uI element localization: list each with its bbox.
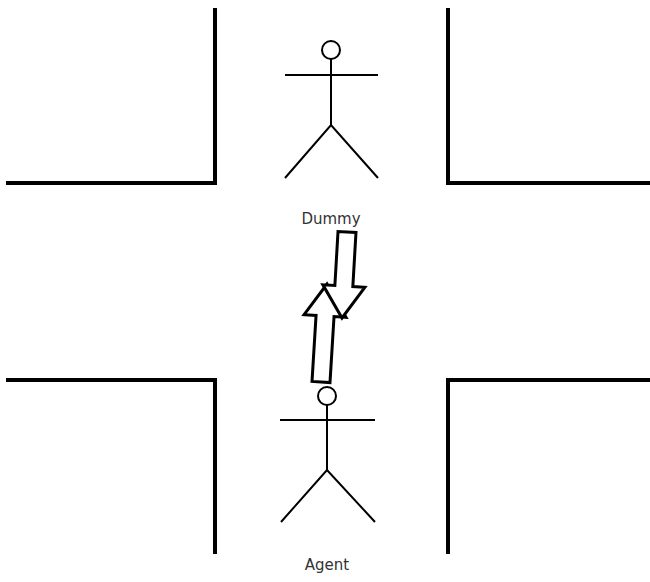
figure-head: [322, 41, 340, 59]
figure-label: Agent: [302, 556, 352, 576]
stick-figure: [280, 387, 375, 522]
figure-node: Dummy: [278, 38, 384, 230]
figure-node: Agent: [274, 384, 380, 576]
figure-label: Dummy: [298, 210, 363, 230]
block-arrow: [323, 231, 365, 318]
wall-corner: [8, 10, 215, 183]
stick-figure: [285, 41, 378, 178]
figure-body: [326, 405, 328, 470]
figure-head: [318, 387, 336, 405]
figure-legs: [281, 470, 375, 522]
wall-corner: [8, 380, 215, 552]
figure-legs: [285, 125, 378, 178]
wall-corner: [448, 10, 648, 183]
figure-body: [330, 59, 332, 125]
wall-corner: [448, 380, 648, 552]
